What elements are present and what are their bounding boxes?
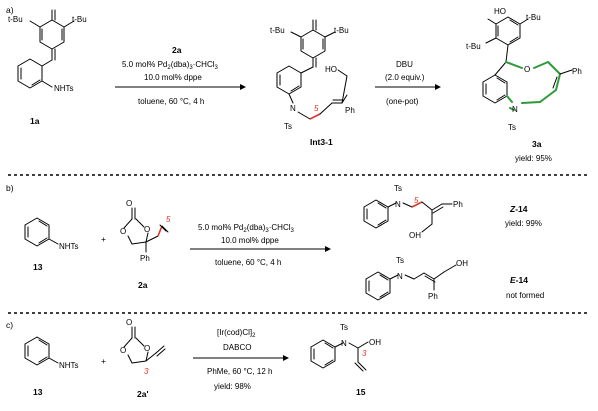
- product-3a-yield: yield: 95%: [515, 154, 552, 163]
- compound-e14-structure: [365, 264, 457, 301]
- z14-locant-5: 5: [414, 196, 419, 205]
- compound-1a-label: 1a: [30, 116, 40, 126]
- compound-15-structure: [310, 339, 369, 372]
- compound-1a-tbu-left: t-Bu: [8, 15, 23, 24]
- compound-13-structure-b: [24, 217, 59, 247]
- carbonyl-oxygen-b: O: [126, 199, 132, 208]
- product-3a-structure: [482, 16, 573, 111]
- carbonyl-oxygen-c: O: [126, 318, 132, 327]
- compound-1a-tbu-right: t-Bu: [72, 15, 87, 24]
- reagent-locant-3: 3: [144, 367, 149, 376]
- product-3a-tbu-top: t-Bu: [526, 13, 541, 22]
- reagent-locant-5: 5: [166, 215, 171, 224]
- ring-oxygen-right-b: O: [144, 225, 150, 234]
- arrow-c-head: [283, 355, 289, 361]
- compound-15-label: 15: [356, 387, 366, 397]
- arrow-c-catalyst: [Ir(cod)Cl]2: [217, 328, 256, 339]
- product-3a-nitrogen: N: [512, 105, 518, 114]
- int-phenyl: Ph: [345, 106, 355, 115]
- compound-15-locant-3: 3: [362, 349, 367, 358]
- e14-nitrogen: N: [397, 272, 403, 281]
- arrow2-mode: (one-pot): [386, 97, 419, 106]
- product-3a-tbu-left: t-Bu: [466, 42, 481, 51]
- arrow1-head: [240, 84, 246, 90]
- compound-13-nhts-b: NHTs: [59, 242, 79, 251]
- compound-z14-structure: [363, 199, 453, 233]
- panel-a-tag: a): [6, 5, 14, 15]
- compound-13-nhts-c: NHTs: [59, 361, 79, 370]
- e14-phenyl: Ph: [428, 292, 438, 301]
- compound-15-tosyl: Ts: [340, 323, 348, 332]
- int-tbu-right: t-Bu: [334, 26, 349, 35]
- e14-label: E-14: [510, 275, 528, 285]
- arrow-b-solvent: toluene, 60 °C, 4 h: [215, 258, 281, 267]
- compound-2a-prime-structure: [123, 326, 166, 364]
- arrow1-catalyst: 5.0 mol% Pd2(dba)3·CHCl3: [122, 60, 219, 71]
- product-3a-label: 3a: [532, 139, 542, 149]
- arrow1-ligand: 10.0 mol% dppe: [144, 73, 202, 82]
- int-nitrogen: N: [290, 104, 296, 113]
- compound-13-structure-c: [24, 336, 59, 366]
- e14-tosyl: Ts: [396, 256, 404, 265]
- compound-15-hydroxyl: OH: [369, 338, 381, 347]
- product-3a-phenyl: Ph: [572, 67, 582, 76]
- arrow-b-catalyst: 5.0 mol% Pd2(dba)3·CHCl3: [198, 223, 295, 234]
- z14-yield: yield: 99%: [505, 219, 542, 228]
- panel-b: b) NHTs 13 + O O O Ph: [6, 183, 544, 301]
- plus-b: +: [101, 234, 106, 244]
- compound-1a-nhts: NHTs: [54, 84, 74, 93]
- panel-c: c) NHTs 13 + O O O 3 2a' [Ir(co: [6, 318, 381, 399]
- z14-tosyl: Ts: [394, 184, 402, 193]
- arrow2-equiv: (2.0 equiv.): [385, 73, 425, 82]
- int-label: Int3-1: [310, 137, 333, 147]
- product-3a-hydroxyl: HO: [494, 7, 506, 16]
- compound-15-nitrogen: N: [341, 339, 347, 348]
- product-3a-oxygen: O: [524, 65, 530, 74]
- reagent-phenyl-b: Ph: [140, 254, 150, 263]
- int-tbu-left: t-Bu: [270, 26, 285, 35]
- plus-c: +: [101, 356, 106, 366]
- arrow-c-yield: yield: 98%: [214, 382, 251, 391]
- z14-hydroxyl: OH: [409, 231, 421, 240]
- ring-oxygen-left-c: O: [120, 346, 126, 355]
- arrow-c-solvent: PhMe, 60 °C, 12 h: [207, 367, 272, 376]
- ring-oxygen-left-b: O: [120, 227, 126, 236]
- z14-phenyl: Ph: [453, 200, 463, 209]
- arrow-c-base: DABCO: [223, 343, 251, 352]
- int-tosyl: Ts: [284, 122, 292, 131]
- z14-nitrogen: N: [395, 200, 401, 209]
- compound-1a-structure: [17, 9, 75, 89]
- product-3a-tosyl: Ts: [508, 123, 516, 132]
- int-locant-5: 5: [314, 104, 319, 113]
- compound-2a-structure: [123, 207, 169, 253]
- arrow-b-head: [325, 246, 331, 252]
- compound-13-label-c: 13: [33, 387, 43, 397]
- arrow-b-ligand: 10.0 mol% dppe: [221, 236, 279, 245]
- e14-status: not formed: [506, 291, 544, 300]
- arrow1-solvent: toluene, 60 °C, 4 h: [138, 97, 204, 106]
- intermediate-int3-1-structure: [276, 19, 348, 120]
- ring-oxygen-right-c: O: [144, 344, 150, 353]
- compound-13-label-b: 13: [33, 262, 43, 272]
- z14-label: Z-14: [509, 204, 528, 214]
- panel-a: a) t-Bu t-Bu NHTs 1a 2a 5.0 mol% Pd: [6, 5, 582, 163]
- arrow2-base: DBU: [396, 60, 413, 69]
- compound-2a-label-b: 2a: [138, 280, 148, 290]
- arrow2-head: [435, 84, 441, 90]
- compound-2a-prime-label: 2a': [137, 389, 148, 399]
- arrow1-reagent-label: 2a: [172, 45, 182, 55]
- int-hydroxyl: HO: [325, 65, 337, 74]
- panel-c-tag: c): [6, 320, 13, 330]
- e14-hydroxyl: OH: [456, 259, 468, 268]
- panel-b-tag: b): [6, 183, 14, 193]
